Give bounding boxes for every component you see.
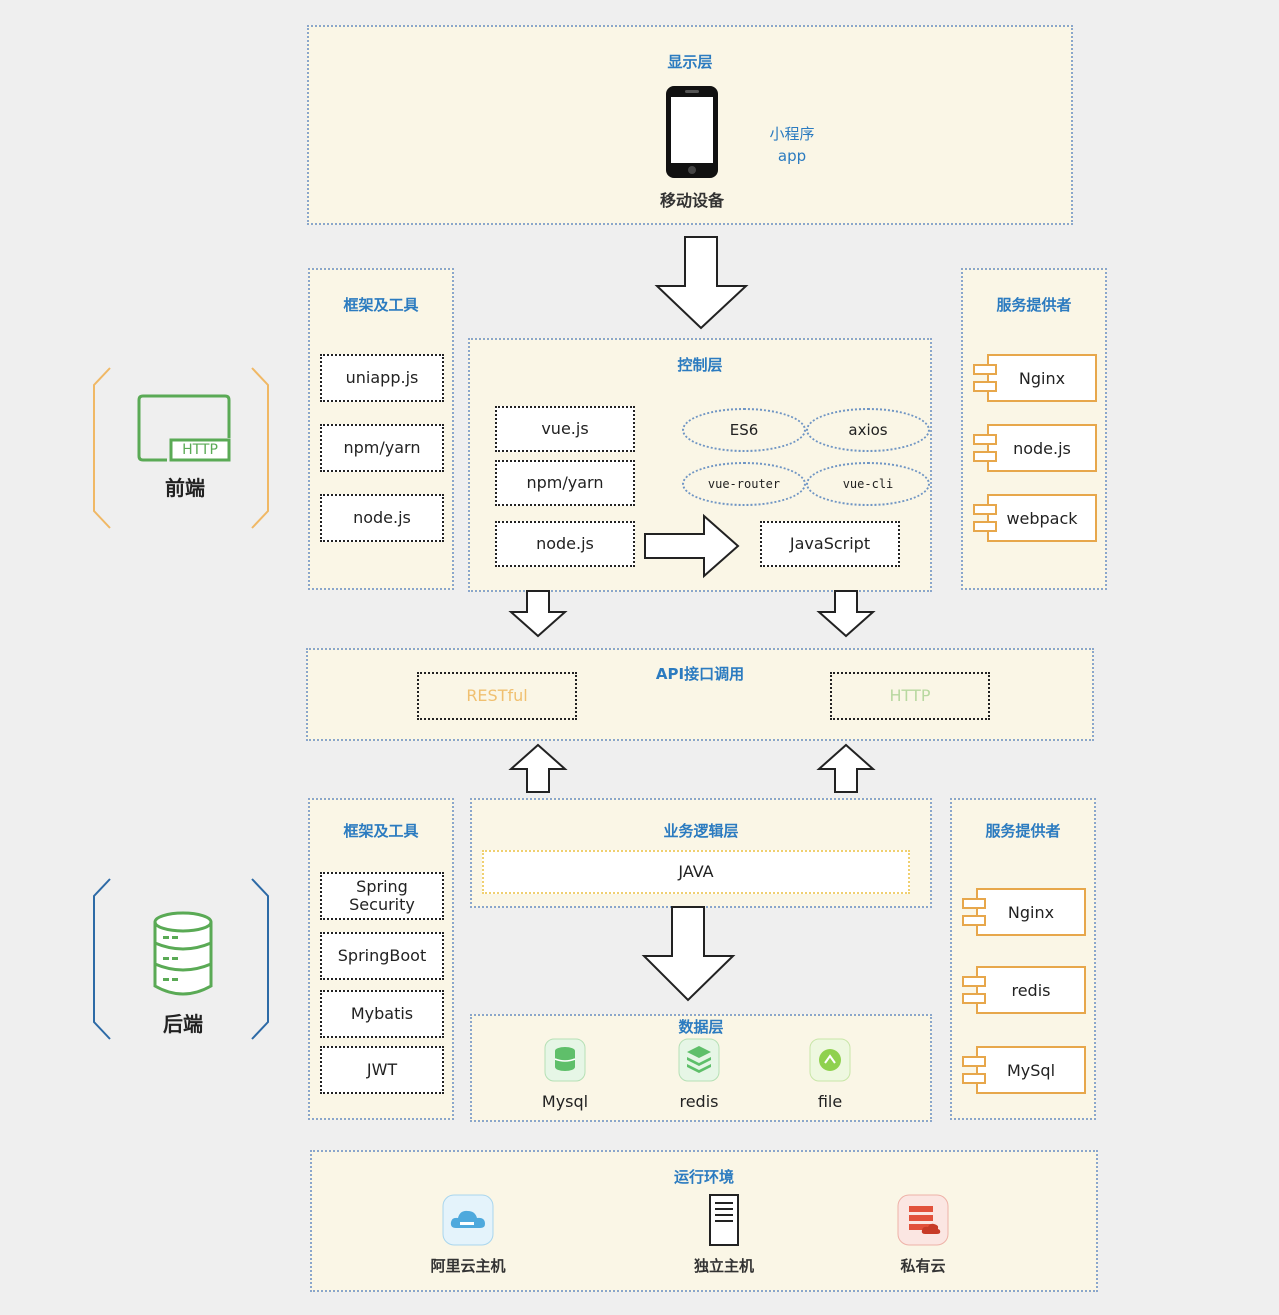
component-pin-icon bbox=[973, 504, 997, 515]
http-badge-text: HTTP bbox=[182, 442, 218, 458]
api-panel: API接口调用 RESTful HTTP bbox=[306, 648, 1094, 741]
target-miniprogram: 小程序 bbox=[769, 125, 815, 143]
tool-uniapp: uniapp.js bbox=[320, 354, 444, 402]
cloud-host-icon bbox=[442, 1194, 494, 1246]
logic-java: JAVA bbox=[482, 850, 910, 894]
arrow-down-icon bbox=[816, 590, 876, 638]
control-vuejs: vue.js bbox=[495, 406, 635, 452]
component-pin-icon bbox=[962, 976, 986, 987]
backend-label: 后端 bbox=[163, 1012, 203, 1036]
tool-mybatis: Mybatis bbox=[320, 990, 444, 1038]
runtime-aliyun: 阿里云主机 bbox=[430, 1257, 506, 1275]
logic-layer-title: 业务逻辑层 bbox=[663, 822, 739, 840]
data-layer-title: 数据层 bbox=[678, 1018, 724, 1036]
provider-nodejs: node.js bbox=[973, 424, 1097, 472]
component-pin-icon bbox=[973, 521, 997, 532]
provider-redis-label: redis bbox=[976, 966, 1086, 1014]
mysql-icon bbox=[544, 1038, 586, 1082]
component-pin-icon bbox=[962, 898, 986, 909]
backend-providers-title: 服务提供者 bbox=[985, 822, 1061, 840]
component-pin-icon bbox=[962, 1056, 986, 1067]
arrow-down-icon bbox=[654, 236, 749, 330]
backend-tools-panel: 框架及工具 Spring Security SpringBoot Mybatis… bbox=[308, 798, 454, 1120]
data-file: file bbox=[817, 1092, 843, 1111]
database-icon bbox=[153, 911, 213, 996]
provider-mysql-label: MySql bbox=[976, 1046, 1086, 1094]
frontend-label: 前端 bbox=[165, 476, 205, 500]
provider-webpack-label: webpack bbox=[987, 494, 1097, 542]
component-pin-icon bbox=[962, 915, 986, 926]
frontend-providers-panel: 服务提供者 Nginx node.js webpack bbox=[961, 268, 1107, 590]
arrow-down-icon bbox=[641, 906, 736, 1002]
backend-tools-title: 框架及工具 bbox=[343, 822, 419, 840]
frontend-bracket-right bbox=[251, 367, 269, 529]
backend-bracket-right bbox=[251, 878, 269, 1040]
runtime-panel: 运行环境 阿里云主机 独立主机 私有云 bbox=[310, 1150, 1098, 1292]
control-layer-panel: 控制层 vue.js npm/yarn node.js ES6 axios vu… bbox=[468, 338, 932, 592]
control-javascript: JavaScript bbox=[760, 521, 900, 567]
backend-providers-panel: 服务提供者 Nginx redis MySql bbox=[950, 798, 1096, 1120]
control-layer-title: 控制层 bbox=[677, 356, 723, 374]
provider-redis: redis bbox=[962, 966, 1086, 1014]
api-restful: RESTful bbox=[417, 672, 577, 720]
api-title: API接口调用 bbox=[655, 665, 745, 683]
provider-nginx: Nginx bbox=[973, 354, 1097, 402]
runtime-title: 运行环境 bbox=[673, 1168, 734, 1186]
display-layer-title: 显示层 bbox=[667, 53, 713, 71]
file-cloud-icon bbox=[809, 1038, 851, 1082]
target-app: app bbox=[777, 147, 807, 165]
arrow-down-icon bbox=[508, 590, 568, 638]
component-pin-icon bbox=[962, 1073, 986, 1084]
logic-layer-panel: 业务逻辑层 JAVA bbox=[470, 798, 932, 908]
frontend-tools-title: 框架及工具 bbox=[343, 296, 419, 314]
frontend-providers-title: 服务提供者 bbox=[996, 296, 1072, 314]
ellipse-es6: ES6 bbox=[682, 408, 806, 452]
provider-nginx-backend-label: Nginx bbox=[976, 888, 1086, 936]
mobile-phone-icon bbox=[666, 86, 718, 178]
http-screen-icon bbox=[137, 394, 231, 462]
tool-jwt: JWT bbox=[320, 1046, 444, 1094]
component-pin-icon bbox=[973, 381, 997, 392]
control-npm-yarn: npm/yarn bbox=[495, 460, 635, 506]
arrow-up-icon bbox=[816, 743, 876, 793]
provider-mysql: MySql bbox=[962, 1046, 1086, 1094]
tool-spring-security: Spring Security bbox=[320, 872, 444, 920]
frontend-bracket-left bbox=[93, 367, 111, 529]
ellipse-vue-router: vue-router bbox=[682, 462, 806, 506]
tool-springboot: SpringBoot bbox=[320, 932, 444, 980]
display-layer-panel: 显示层 移动设备 小程序 app bbox=[307, 25, 1073, 225]
backend-bracket-left bbox=[93, 878, 111, 1040]
private-cloud-icon bbox=[897, 1194, 949, 1246]
tool-nodejs: node.js bbox=[320, 494, 444, 542]
control-nodejs: node.js bbox=[495, 521, 635, 567]
ellipse-axios: axios bbox=[806, 408, 930, 452]
redis-icon bbox=[678, 1038, 720, 1082]
component-pin-icon bbox=[962, 993, 986, 1004]
ellipse-vue-cli: vue-cli bbox=[806, 462, 930, 506]
data-redis: redis bbox=[679, 1092, 719, 1111]
runtime-private: 私有云 bbox=[900, 1257, 946, 1275]
provider-nginx-backend: Nginx bbox=[962, 888, 1086, 936]
device-label: 移动设备 bbox=[659, 191, 724, 210]
component-pin-icon bbox=[973, 451, 997, 462]
api-http: HTTP bbox=[830, 672, 990, 720]
runtime-dedicated: 独立主机 bbox=[693, 1257, 754, 1275]
provider-webpack: webpack bbox=[973, 494, 1097, 542]
component-pin-icon bbox=[973, 434, 997, 445]
component-pin-icon bbox=[973, 364, 997, 375]
data-layer-panel: 数据层 Mysql redis file bbox=[470, 1014, 932, 1122]
server-icon bbox=[709, 1194, 739, 1246]
data-mysql: Mysql bbox=[541, 1092, 589, 1111]
provider-nginx-label: Nginx bbox=[987, 354, 1097, 402]
tool-npm-yarn: npm/yarn bbox=[320, 424, 444, 472]
frontend-tools-panel: 框架及工具 uniapp.js npm/yarn node.js bbox=[308, 268, 454, 590]
arrow-right-icon bbox=[644, 513, 740, 579]
arrow-up-icon bbox=[508, 743, 568, 793]
provider-nodejs-label: node.js bbox=[987, 424, 1097, 472]
